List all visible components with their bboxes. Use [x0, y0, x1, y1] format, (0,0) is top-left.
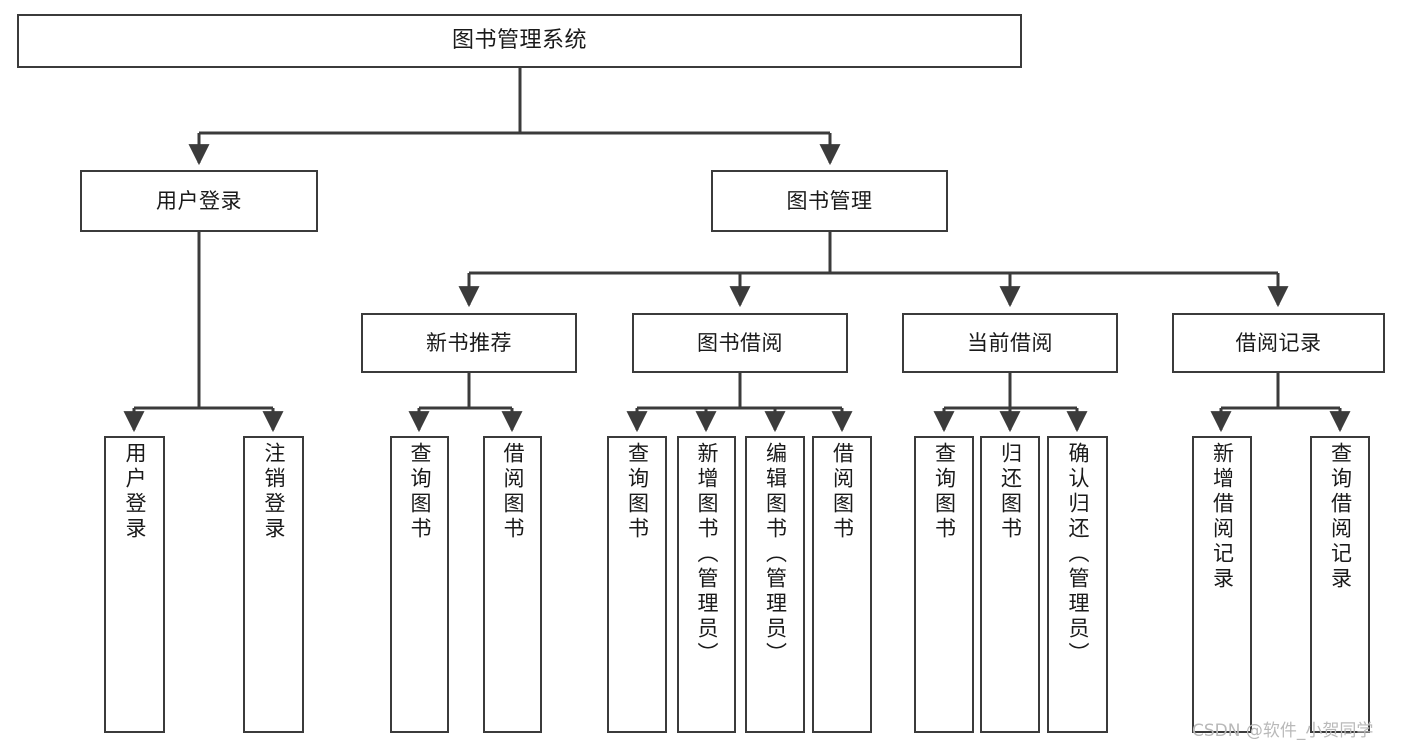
leaf-current-return-books[interactable]: 归还图书: [980, 436, 1040, 733]
leaf-user-login-login[interactable]: 用户登录: [104, 436, 165, 733]
node-user-login[interactable]: 用户登录: [80, 170, 318, 232]
leaf-user-login-logout[interactable]: 注销登录: [243, 436, 304, 733]
node-label: 新增图书（管理员）: [695, 442, 719, 667]
node-label: 用户登录: [123, 442, 147, 542]
node-label: 归还图书: [998, 442, 1023, 542]
node-current-borrowing[interactable]: 当前借阅: [902, 313, 1118, 373]
node-label: 借阅图书: [830, 442, 855, 542]
node-label: 注销登录: [262, 442, 286, 542]
node-root-library-management-system[interactable]: 图书管理系统: [17, 14, 1022, 68]
node-label: 查询借阅记录: [1328, 442, 1353, 592]
leaf-borrow-query-books[interactable]: 查询图书: [607, 436, 667, 733]
node-label: 确认归还（管理员）: [1066, 442, 1090, 667]
node-book-management[interactable]: 图书管理: [711, 170, 948, 232]
leaf-record-add-borrow-record[interactable]: 新增借阅记录: [1192, 436, 1252, 733]
node-label: 当前借阅: [967, 330, 1053, 355]
leaf-record-query-borrow-record[interactable]: 查询借阅记录: [1310, 436, 1370, 733]
node-book-borrowing[interactable]: 图书借阅: [632, 313, 848, 373]
node-label: 查询图书: [932, 442, 957, 542]
node-label: 图书管理: [786, 188, 873, 213]
csdn-watermark: CSDN @软件_小贺同学: [1192, 721, 1374, 741]
node-label: 用户登录: [156, 188, 242, 213]
leaf-current-confirm-return-admin[interactable]: 确认归还（管理员）: [1047, 436, 1108, 733]
leaf-borrow-edit-book-admin[interactable]: 编辑图书（管理员）: [745, 436, 805, 733]
leaf-borrow-add-book-admin[interactable]: 新增图书（管理员）: [677, 436, 736, 733]
node-label: 查询图书: [408, 442, 432, 542]
node-label: 借阅记录: [1235, 330, 1322, 355]
node-label: 借阅图书: [501, 442, 525, 542]
node-label: 新增借阅记录: [1210, 442, 1235, 592]
leaf-borrow-borrow-books[interactable]: 借阅图书: [812, 436, 872, 733]
leaf-new-book-borrow-books[interactable]: 借阅图书: [483, 436, 542, 733]
node-label: 图书借阅: [697, 330, 783, 355]
leaf-new-book-query-books[interactable]: 查询图书: [390, 436, 449, 733]
node-label: 查询图书: [625, 442, 650, 542]
node-label: 编辑图书（管理员）: [763, 442, 788, 667]
node-label: 图书管理系统: [451, 28, 587, 54]
leaf-current-query-books[interactable]: 查询图书: [914, 436, 974, 733]
node-new-book-recommendation[interactable]: 新书推荐: [361, 313, 577, 373]
node-label: 新书推荐: [426, 330, 512, 355]
node-borrowing-records[interactable]: 借阅记录: [1172, 313, 1385, 373]
